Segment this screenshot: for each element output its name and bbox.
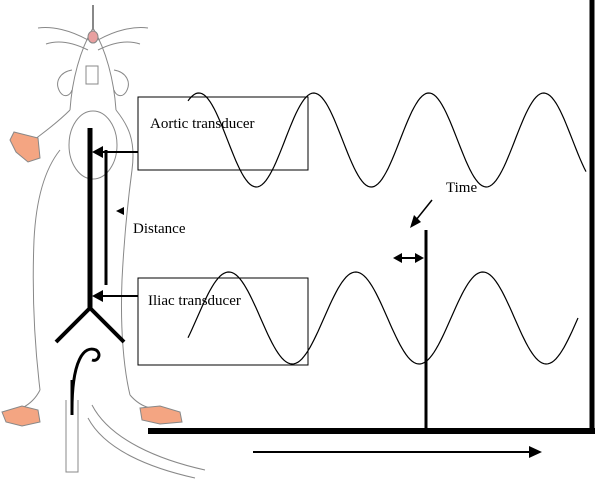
aortic-transducer-label: Aortic transducer — [150, 116, 255, 132]
iliac-arrow-head — [92, 290, 103, 302]
transducer-arrows — [92, 146, 138, 302]
rat-hindleg-left — [21, 389, 41, 409]
aortic-transducer-box — [137, 96, 309, 171]
distance-marker — [116, 207, 124, 215]
rat-forepaw-left — [9, 131, 41, 163]
rat-body-right — [115, 109, 134, 396]
rat-whisker-right-inner — [97, 41, 141, 51]
transit-time-arrow-left-head — [393, 253, 402, 263]
rat-illustration — [21, 27, 206, 479]
time-direction-arrow-head — [529, 446, 542, 458]
aorta — [54, 128, 126, 415]
transit-time-arrow — [393, 253, 424, 263]
iliac-pressure-waveform — [187, 271, 579, 365]
iliac-transducer-box — [137, 277, 309, 366]
rat-nose — [87, 30, 99, 44]
transit-time-arrow-right-head — [415, 253, 424, 263]
rat-hindpaw-right — [139, 405, 183, 425]
rat-hindleg-right — [129, 394, 151, 409]
time-pointer-head — [410, 215, 421, 228]
iliac-transducer-label: Iliac transducer — [148, 293, 241, 309]
rat-hindpaw-left — [1, 405, 41, 427]
rat-ear-right — [113, 69, 129, 97]
rat-whisker-right-outer — [97, 27, 149, 41]
rat-ear-left — [57, 69, 73, 97]
catheter-loop — [70, 347, 101, 411]
rat-head-tube — [85, 65, 99, 85]
aortic-pressure-waveform — [187, 92, 587, 188]
aortic-arrow-head — [92, 146, 103, 158]
iliac-branch-left — [54, 306, 92, 344]
rat-whisker-left-outer — [37, 27, 89, 41]
time-label: Time — [446, 180, 477, 196]
time-pointer-line — [415, 199, 433, 221]
rat-tail — [65, 400, 79, 473]
distance-label: Distance — [133, 221, 186, 237]
rat-whisker-left-inner — [45, 41, 89, 51]
rat-thorax-oval — [68, 110, 118, 180]
iliac-branch-right — [88, 306, 126, 344]
rat-tail-curve-inner — [87, 417, 196, 479]
rat-tail-curve — [91, 404, 206, 471]
